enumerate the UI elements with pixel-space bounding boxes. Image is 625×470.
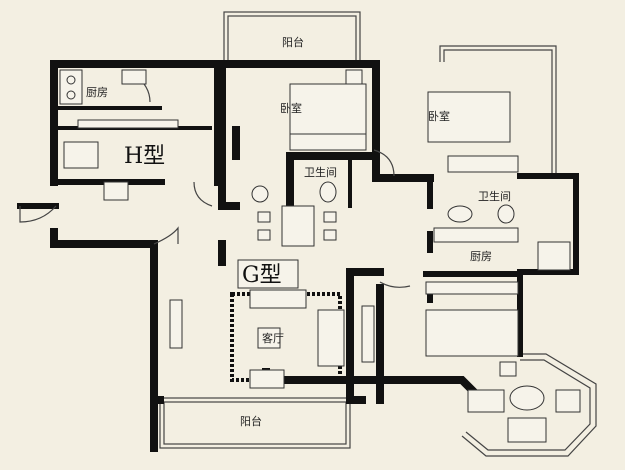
label-kitchen-h: 厨房 [86, 86, 108, 99]
walls [17, 60, 579, 452]
label-unit-g: G型 [242, 263, 282, 288]
dining-table [257, 205, 337, 247]
label-bathroom-1: 卫生间 [304, 165, 337, 179]
balcony-bottom [159, 397, 351, 449]
kitchen-g-fixtures [425, 241, 571, 295]
label-bedroom-2: 卧室 [428, 109, 450, 123]
label-bedroom-1: 卧室 [280, 101, 302, 115]
bed-3 [425, 309, 519, 377]
kitchen-h-fixtures [59, 69, 147, 105]
label-balcony-bottom: 阳台 [240, 414, 262, 428]
bay-window [461, 353, 597, 457]
label-kitchen-g: 厨房 [470, 250, 492, 263]
bathroom-2-fixtures [433, 204, 519, 243]
tv-cabinet-h [77, 119, 179, 129]
label-balcony-top: 阳台 [282, 35, 304, 49]
bathroom-1-fixtures [251, 181, 337, 203]
label-living-room: 客厅 [262, 331, 284, 345]
sofa-h [63, 141, 129, 201]
label-unit-h: H型 [124, 144, 165, 169]
label-bathroom-2: 卫生间 [478, 189, 511, 203]
bay-seating [467, 385, 581, 443]
bed-2 [427, 91, 519, 173]
doors [19, 73, 411, 288]
living-room-furniture [169, 259, 375, 389]
balcony-right [439, 45, 557, 176]
bed-1 [289, 69, 367, 151]
